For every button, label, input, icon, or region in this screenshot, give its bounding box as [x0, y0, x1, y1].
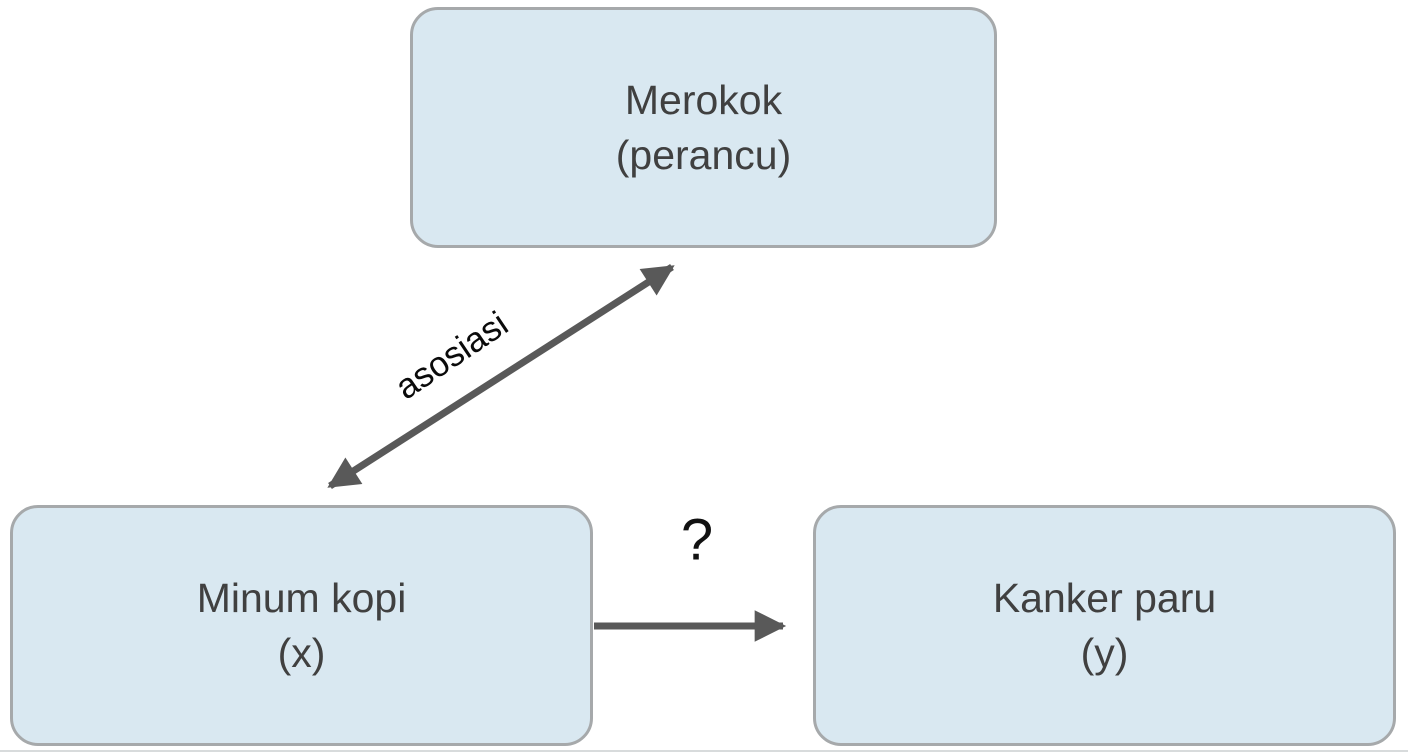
node-confounder: Merokok (perancu) — [410, 7, 997, 248]
node-outcome-line1: Kanker paru — [992, 575, 1217, 622]
node-outcome-line2: (y) — [1080, 629, 1129, 676]
node-exposure-line1: Minum kopi — [196, 575, 407, 622]
node-exposure-label: Minum kopi (x) — [197, 571, 407, 679]
question-edge-label: ? — [680, 507, 714, 573]
association-edge-label: asosiasi — [388, 304, 516, 408]
node-confounder-line2: (perancu) — [615, 131, 792, 178]
node-outcome-label: Kanker paru (y) — [993, 571, 1216, 679]
bottom-edge-line — [0, 750, 1408, 752]
node-confounder-line1: Merokok — [624, 77, 783, 124]
association-double-arrow — [327, 264, 675, 489]
node-exposure: Minum kopi (x) — [10, 505, 593, 746]
node-confounder-label: Merokok (perancu) — [616, 73, 791, 181]
node-outcome: Kanker paru (y) — [813, 505, 1396, 746]
node-exposure-line2: (x) — [277, 629, 326, 676]
